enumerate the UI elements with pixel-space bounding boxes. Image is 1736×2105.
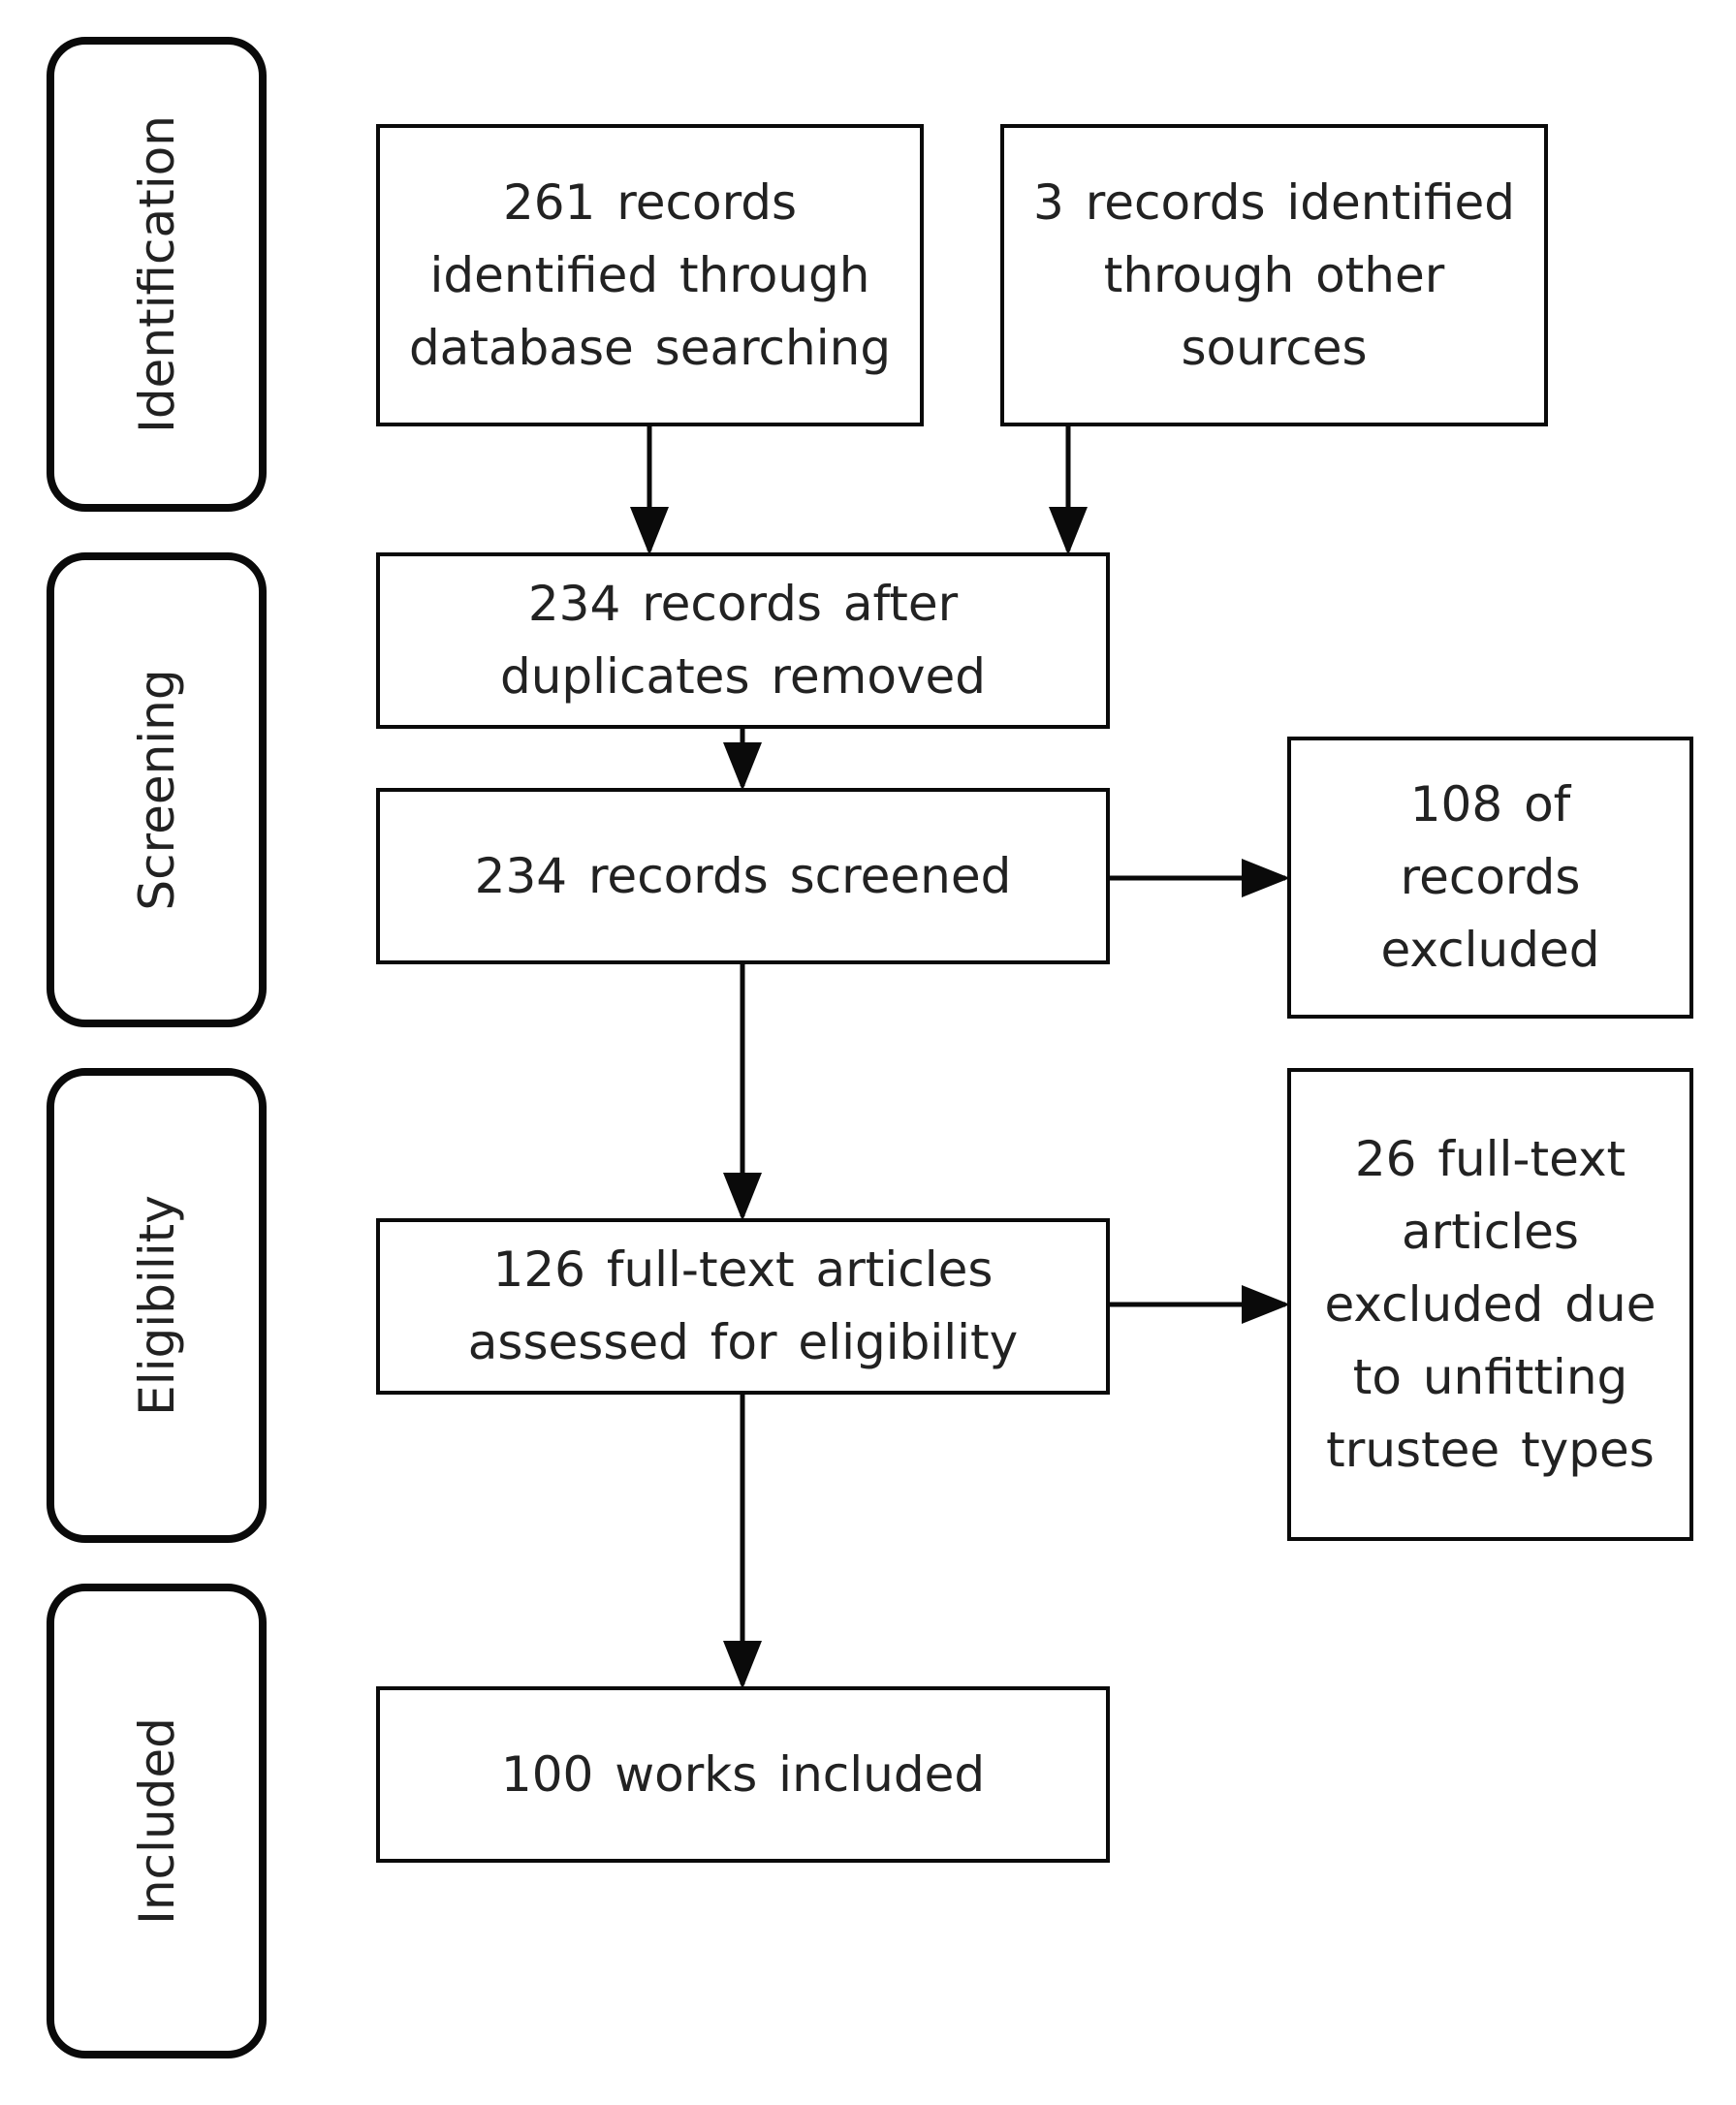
excluded-screening-text: 108 of records excluded: [1380, 776, 1600, 978]
full-text-assessed-box: 126 full-text articles assessed for elig…: [376, 1218, 1110, 1395]
excluded-full-text-text: 26 full-text articles excluded due to un…: [1324, 1130, 1657, 1478]
excluded-screening-box: 108 of records excluded: [1287, 737, 1693, 1019]
included-text: 100 works included: [500, 1745, 986, 1803]
screened-text: 234 records screened: [474, 847, 1012, 904]
excluded-full-text-box: 26 full-text articles excluded due to un…: [1287, 1068, 1693, 1541]
after-duplicates-box: 234 records after duplicates removed: [376, 552, 1110, 729]
database-search-text: 261 records identified through database …: [408, 173, 892, 376]
other-sources-text: 3 records identified through other sourc…: [1033, 173, 1515, 376]
other-sources-box: 3 records identified through other sourc…: [1000, 124, 1548, 426]
screened-box: 234 records screened: [376, 788, 1110, 964]
database-search-box: 261 records identified through database …: [376, 124, 924, 426]
stage-identification: Identification: [47, 37, 267, 512]
full-text-assessed-text: 126 full-text articles assessed for elig…: [467, 1241, 1019, 1370]
stage-eligibility: Eligibility: [47, 1068, 267, 1543]
included-box: 100 works included: [376, 1686, 1110, 1863]
stage-screening: Screening: [47, 552, 267, 1027]
after-duplicates-text: 234 records after duplicates removed: [500, 576, 986, 705]
stage-included: Included: [47, 1584, 267, 2058]
